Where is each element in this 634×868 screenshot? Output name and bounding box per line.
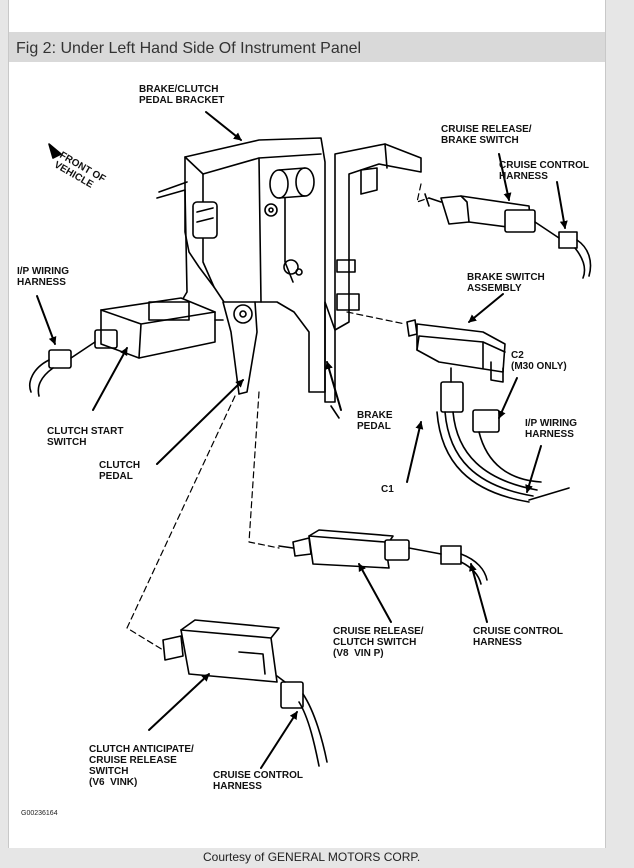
pedal-assembly-diagram: BRAKE/CLUTCH PEDAL BRACKET FRONT OF VEHI…: [9, 62, 605, 848]
diagram-drawing: [29, 111, 592, 769]
label-c2: C2 (M30 ONLY): [511, 350, 567, 372]
clutch-start-switch: [29, 297, 224, 397]
brake-switch-assembly: [406, 319, 570, 503]
front-of-vehicle-arrow: [48, 143, 62, 159]
label-ip-wiring-harness-left: I/P WIRING HARNESS: [17, 266, 70, 288]
label-brake-pedal: BRAKE PEDAL: [357, 410, 393, 432]
routing-lines: [126, 183, 430, 651]
leader-arrows: [36, 111, 568, 769]
figure-title-bar: Fig 2: Under Left Hand Side Of Instrumen…: [9, 32, 605, 62]
figure-code: G00236164: [21, 810, 58, 817]
label-cruise-control-harness-mid: CRUISE CONTROL HARNESS: [473, 626, 563, 648]
credit-bar: Courtesy of GENERAL MOTORS CORP.: [0, 848, 634, 868]
clutch-anticipate-switch: [162, 619, 328, 767]
label-clutch-pedal: CLUTCH PEDAL: [99, 460, 141, 482]
label-cruise-release-brake-switch: CRUISE RELEASE/ BRAKE SWITCH: [441, 124, 532, 146]
label-cruise-control-harness-top: CRUISE CONTROL HARNESS: [499, 160, 589, 182]
label-clutch-start-switch: CLUTCH START SWITCH: [47, 426, 124, 448]
figure-title: Fig 2: Under Left Hand Side Of Instrumen…: [16, 40, 362, 57]
label-c1: C1: [381, 484, 394, 495]
cruise-release-clutch-switch: [278, 529, 488, 585]
brake-pedal-arm: [324, 301, 340, 419]
figure-frame: Fig 2: Under Left Hand Side Of Instrumen…: [8, 0, 606, 848]
label-ip-wiring-harness-right: I/P WIRING HARNESS: [525, 418, 578, 440]
label-cruise-release-clutch-switch: CRUISE RELEASE/ CLUTCH SWITCH (V8 VIN P): [333, 626, 424, 659]
label-brake-clutch-bracket: BRAKE/CLUTCH PEDAL BRACKET: [139, 84, 225, 106]
credit-text: Courtesy of GENERAL MOTORS CORP.: [203, 850, 421, 864]
label-clutch-anticipate-switch: CLUTCH ANTICIPATE/ CRUISE RELEASE SWITCH…: [89, 744, 194, 788]
clutch-pedal-arm: [222, 301, 258, 395]
label-brake-switch-assembly: BRAKE SWITCH ASSEMBLY: [467, 272, 545, 294]
brake-switch-bracket: [334, 143, 422, 331]
cruise-release-brake-switch: [424, 193, 592, 279]
label-cruise-control-harness-bottom: CRUISE CONTROL HARNESS: [213, 770, 303, 792]
